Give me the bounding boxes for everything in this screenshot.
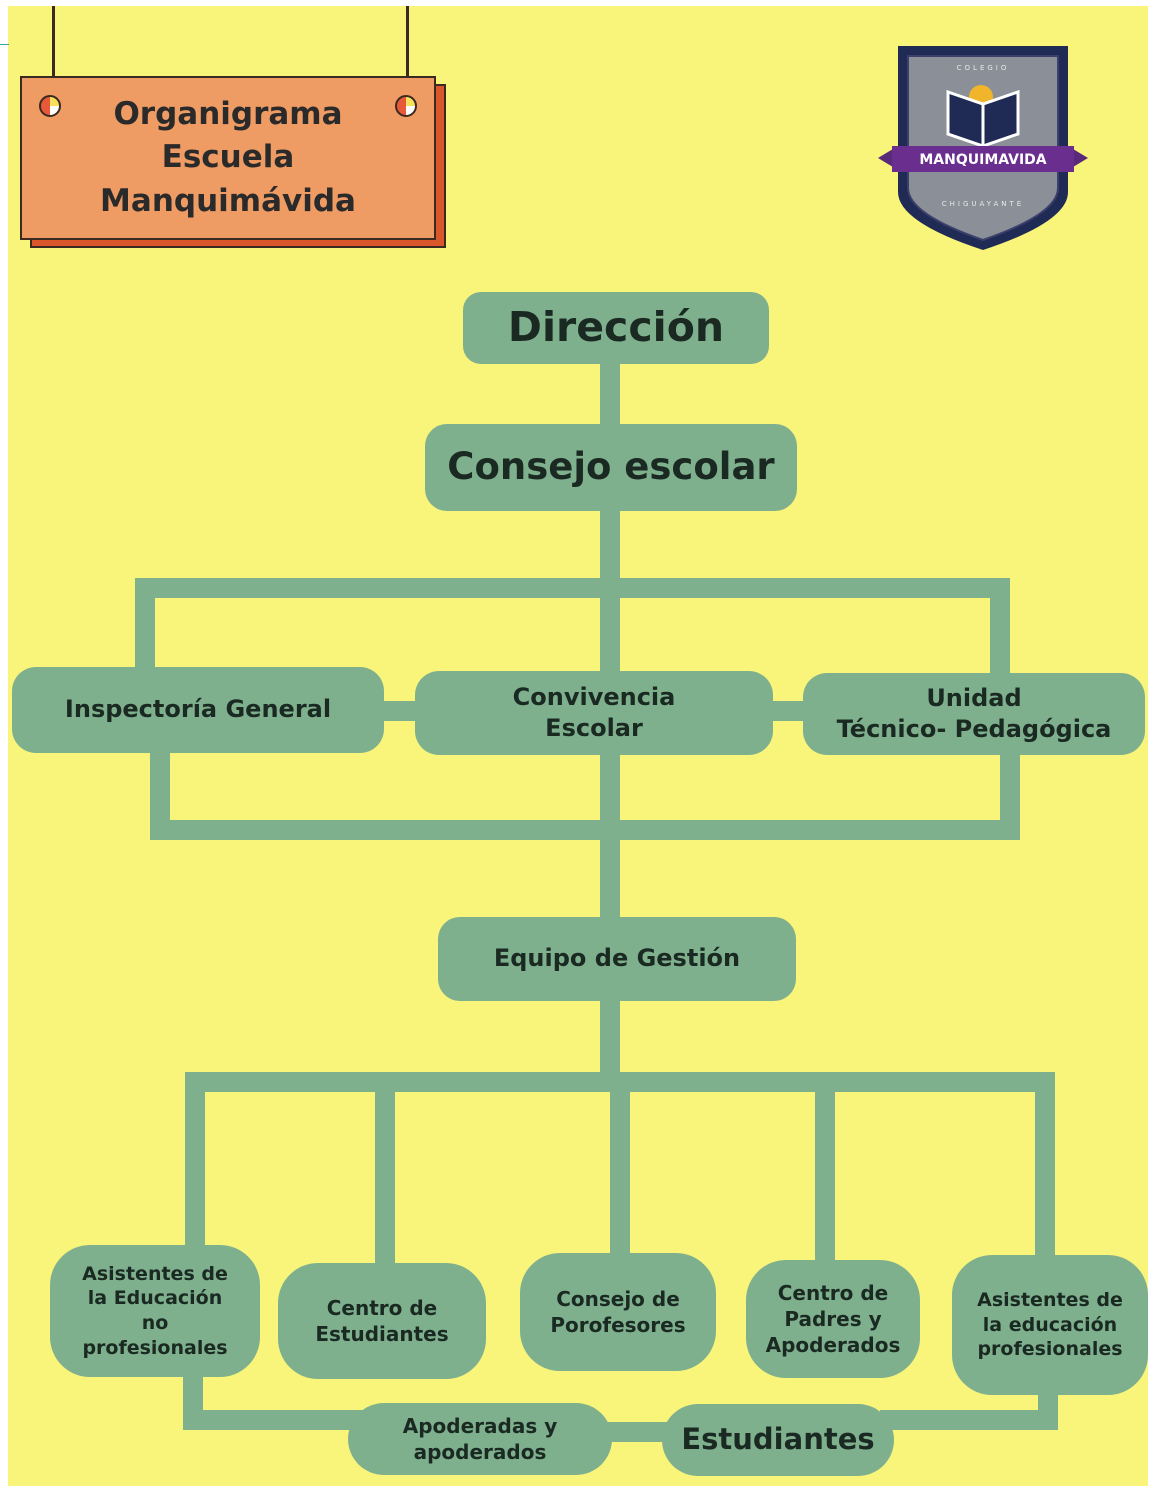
- node-consejo-escolar: Consejo escolar: [425, 424, 797, 511]
- pin-icon: [395, 95, 417, 117]
- line-top-bus: [135, 578, 1010, 688]
- node-centro-padres-apoderados: Centro de Padres y Apoderados: [746, 1260, 920, 1378]
- node-label: Convivencia Escolar: [512, 682, 676, 742]
- line-bottom-bus: [150, 740, 1020, 840]
- node-label: Asistentes de la educación profesionales: [977, 1288, 1123, 1361]
- node-asistentes-profesionales: Asistentes de la educación profesionales: [952, 1255, 1148, 1395]
- node-label: Centro de Padres y Apoderados: [765, 1281, 901, 1357]
- logo-top-text: COLEGIO: [957, 64, 1010, 72]
- node-consejo-profesores: Consejo de Porofesores: [520, 1253, 716, 1371]
- node-inspectoria-general: Inspectoría General: [12, 667, 384, 753]
- pin-icon: [39, 95, 61, 117]
- logo-name-text: MANQUIMAVIDA: [919, 152, 1046, 168]
- node-label: Consejo escolar: [447, 445, 775, 489]
- title-sign: Organigrama Escuela Manquimávida: [20, 76, 436, 240]
- logo-bottom-text: CHIGUAYANTE: [942, 200, 1024, 208]
- node-unidad-tecnico-pedagogica: Unidad Técnico- Pedagógica: [803, 673, 1145, 755]
- node-estudiantes: Estudiantes: [662, 1404, 894, 1476]
- line-asistentes-apoderados: [183, 1360, 375, 1430]
- node-centro-estudiantes: Centro de Estudiantes: [278, 1263, 486, 1379]
- node-label: Inspectoría General: [64, 695, 332, 724]
- node-label: Asistentes de la Educación no profesiona…: [82, 1262, 228, 1359]
- node-asistentes-no-profesionales: Asistentes de la Educación no profesiona…: [50, 1245, 260, 1377]
- node-label: Estudiantes: [681, 1422, 875, 1457]
- node-apoderados: Apoderadas y apoderados: [348, 1403, 612, 1475]
- node-label: Consejo de Porofesores: [550, 1287, 686, 1337]
- node-label: Apoderadas y apoderados: [402, 1414, 558, 1464]
- sign-string-right: [406, 6, 409, 92]
- node-convivencia-escolar: Convivencia Escolar: [415, 671, 773, 755]
- chart-title: Organigrama Escuela Manquimávida: [100, 95, 356, 219]
- school-crest-logo: COLEGIO MANQUIMAVIDA CHIGUAYANTE: [878, 46, 1088, 250]
- sign-string-left: [52, 6, 55, 92]
- node-label: Unidad Técnico- Pedagógica: [836, 683, 1112, 743]
- node-label: Equipo de Gestión: [493, 944, 741, 973]
- node-label: Centro de Estudiantes: [315, 1296, 449, 1346]
- node-direccion: Dirección: [463, 292, 769, 364]
- edge-line: [0, 44, 9, 45]
- node-equipo-gestion: Equipo de Gestión: [438, 917, 796, 1001]
- node-label: Dirección: [507, 303, 725, 352]
